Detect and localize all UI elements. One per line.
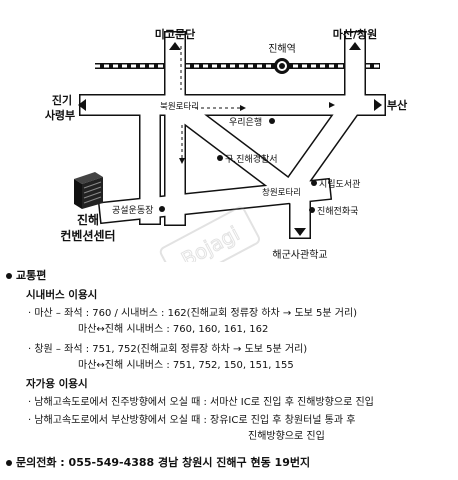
bus-changwon-line: · 창원 – 좌석 : 751, 752(진해교회 정류장 하차 → 도보 5분… (28, 344, 308, 355)
car-line-2: · 남해고속도로에서 부산방향에서 오실 때 : 장유IC로 진입 후 창원터널… (28, 415, 356, 426)
location-map: 미고문단 진해역 마산/창원 진기 사령부 부산 북원로타리 우리은행 구.진해… (45, 27, 407, 262)
label-migomundan: 미고문단 (155, 27, 195, 41)
label-woori-bank: 우리은행 (229, 116, 262, 128)
car-line-3: 진해방향으로 진입 (248, 431, 325, 442)
bus-changwon-routes: 마산↔진해 시내버스 : 751, 752, 150, 151, 155 (78, 360, 294, 371)
label-changwon-rotary: 창원로타리 (262, 188, 301, 198)
train-station-marker (274, 58, 290, 74)
label-jinhae-station: 진해역 (268, 42, 296, 55)
traffic-heading: 교통편 (6, 268, 46, 283)
label-sports-field: 공설운동장 (112, 205, 153, 216)
label-police-station: 구.진해경찰서 (225, 153, 278, 165)
label-bukwon-rotary: 북원로타리 (160, 102, 199, 112)
bus-heading: 시내버스 이용시 (26, 289, 98, 301)
arrow-down-icon (294, 228, 306, 236)
arrow-small-icon (329, 102, 335, 108)
direction-arrows (78, 42, 382, 236)
label-naval-academy: 해군사관학교 (272, 248, 327, 261)
arrow-up-icon (349, 42, 361, 50)
label-jingi: 진기 (52, 93, 72, 107)
label-telecom: 진해전화국 (317, 206, 358, 217)
arrow-right-icon (374, 99, 382, 111)
bus-masan-routes: 마산↔진해 시내버스 : 760, 160, 161, 162 (78, 324, 269, 335)
car-heading: 자가용 이용시 (26, 378, 88, 390)
label-busan: 부산 (387, 98, 407, 112)
label-convention-line2: 컨벤션센터 (60, 228, 115, 243)
label-masan-changwon: 마산/창원 (333, 27, 378, 41)
bus-masan-line: · 마산 – 좌석 : 760 / 시내버스 : 162(진해교회 정류장 하차… (28, 308, 358, 319)
label-city-library: 시립도서관 (319, 179, 360, 190)
car-line-1: · 남해고속도로에서 진주방향에서 오실 때 : 서마산 IC로 진입 후 진해… (28, 397, 374, 408)
building-icon (74, 172, 103, 209)
bullet-icon (6, 273, 12, 279)
road-network (79, 31, 386, 239)
arrow-left-icon (78, 99, 86, 111)
arrow-up-icon (169, 42, 181, 50)
bullet-icon (6, 460, 12, 466)
arrow-small-icon (240, 105, 246, 111)
contact-line: 문의전화 : 055-549-4388 경남 창원시 진해구 현동 19번지 (6, 455, 310, 470)
label-convention-line1: 진해 (77, 212, 99, 227)
label-saryeongbu: 사령부 (45, 108, 75, 122)
poi-markers (159, 118, 317, 213)
arrow-small-icon (179, 158, 185, 164)
